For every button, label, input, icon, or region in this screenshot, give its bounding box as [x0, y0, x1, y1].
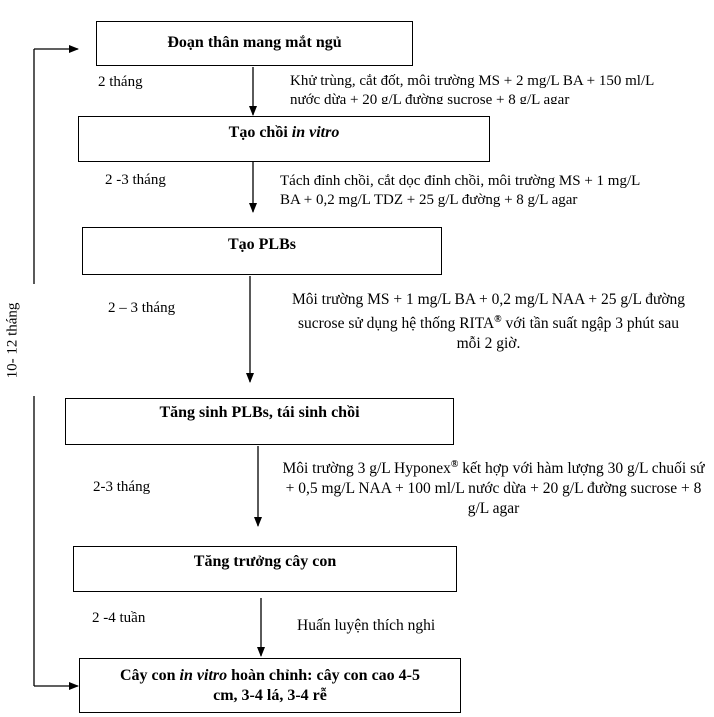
- condition-note-3: Môi trường MS + 1 mg/L BA + 0,2 mg/L NAA…: [291, 291, 686, 353]
- step-box-6-line-1: Cây con in vitro hoàn chỉnh: cây con cao…: [119, 667, 421, 684]
- step-box-6: Cây con in vitro hoàn chỉnh: cây con cao…: [79, 658, 461, 713]
- duration-2: 2 -3 tháng: [105, 172, 166, 188]
- condition-note-2: Tách đỉnh chồi, cắt dọc đỉnh chồi, môi t…: [280, 173, 640, 208]
- cycle-duration-label: 10- 12 tháng: [4, 302, 21, 378]
- condition-note-5: Huấn luyện thích nghi: [297, 617, 436, 634]
- duration-3: 2 – 3 tháng: [108, 300, 176, 316]
- condition-note-1: Khử trùng, cắt đốt, môi trường MS + 2 mg…: [290, 73, 654, 104]
- step-box-1: Đoạn thân mang mắt ngủ: [96, 21, 413, 66]
- step-box-3: Tạo PLBs: [82, 227, 442, 275]
- step-box-4: Tăng sinh PLBs, tái sinh chồi: [65, 398, 454, 445]
- duration-1: 2 tháng: [98, 74, 143, 90]
- step-box-4-label: Tăng sinh PLBs, tái sinh chồi: [159, 404, 360, 421]
- condition-note-4: Môi trường 3 g/L Hyponex® kết hợp với hà…: [282, 459, 705, 518]
- step-box-5-label: Tăng trưởng cây con: [193, 553, 337, 570]
- step-box-5: Tăng trưởng cây con: [73, 546, 457, 592]
- step-box-2-label: Tạo chồi in vitro: [228, 124, 340, 141]
- step-box-3-label: Tạo PLBs: [227, 236, 296, 253]
- step-box-1-label: Đoạn thân mang mắt ngủ: [167, 34, 342, 51]
- step-box-6-line-2: cm, 3-4 lá, 3-4 rễ: [213, 687, 327, 704]
- duration-4: 2-3 tháng: [93, 479, 151, 495]
- step-box-2: Tạo chồi in vitro: [78, 116, 490, 162]
- duration-5: 2 -4 tuần: [92, 610, 146, 626]
